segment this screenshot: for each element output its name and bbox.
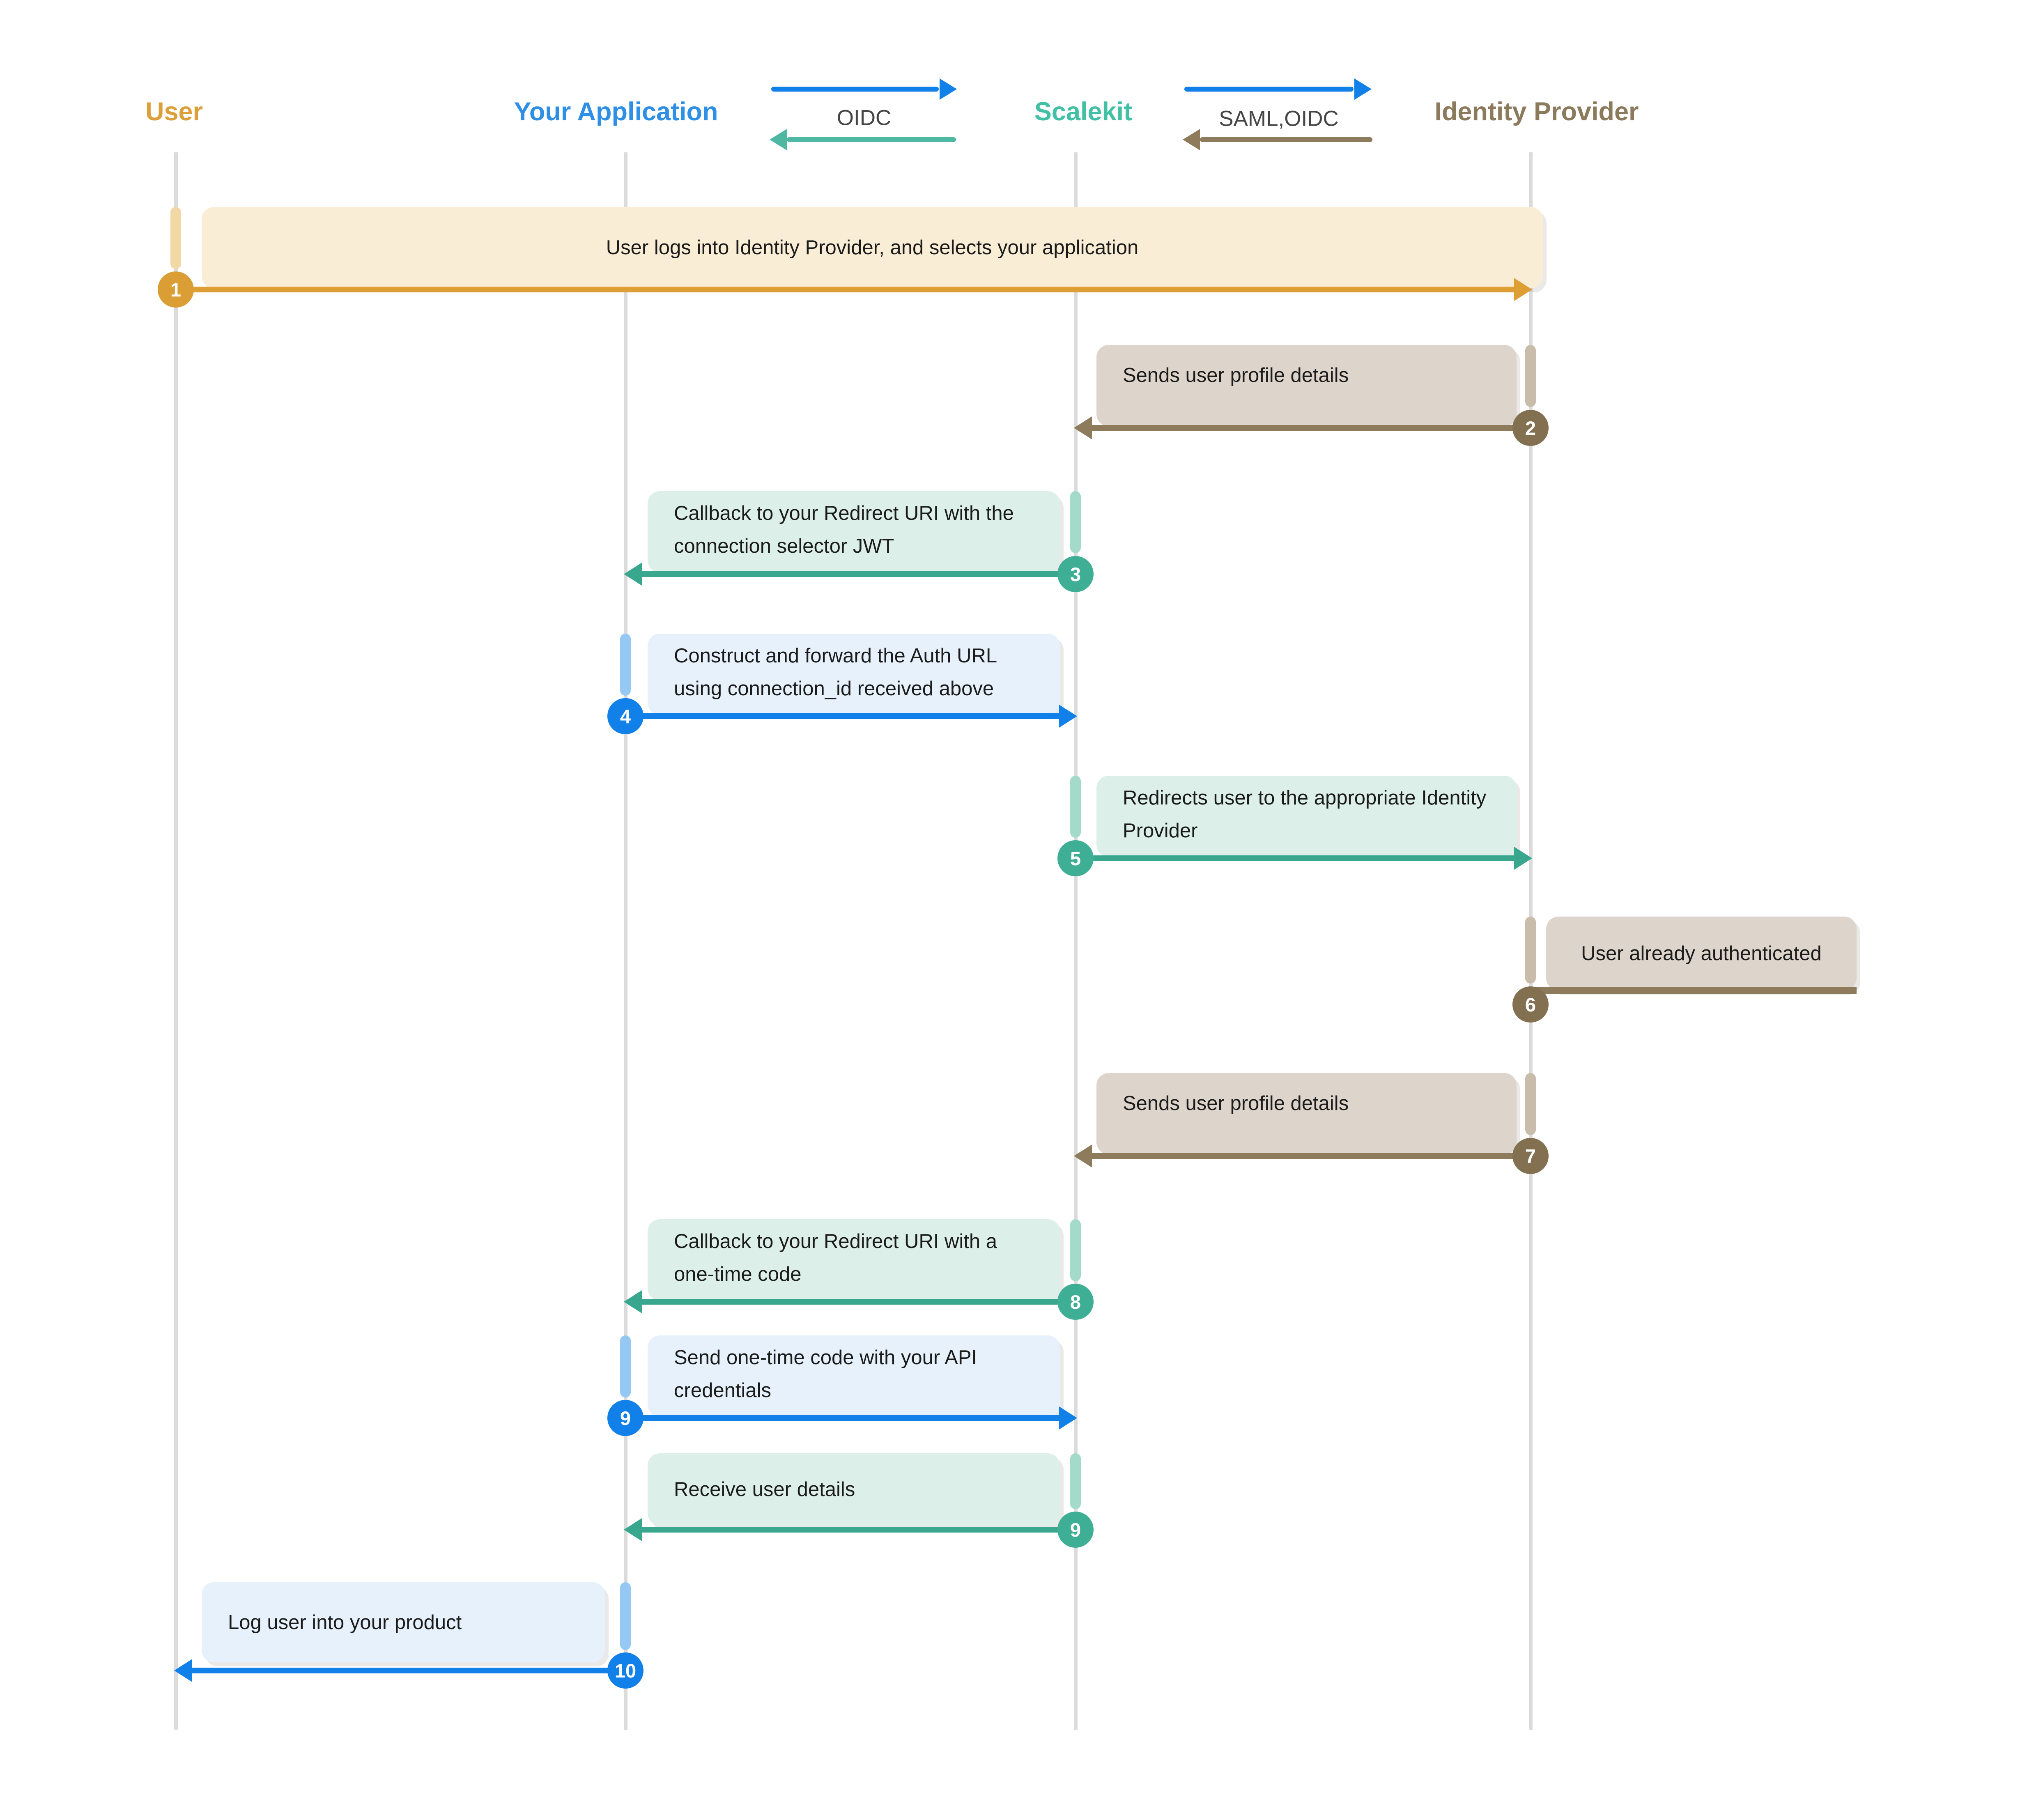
step-5-note: Redirects user to the appropriate Identi…: [1096, 776, 1517, 857]
step-8-text: Callback to your Redirect URI with a one…: [674, 1230, 997, 1285]
step-9-note: Send one-time code with your API credent…: [648, 1335, 1060, 1417]
step-8-arrow-line: [640, 1299, 1076, 1305]
oidc-backward-arrowhead-icon: [770, 129, 787, 150]
step-1-text: User logs into Identity Provider, and se…: [606, 237, 1139, 259]
step-8-note: Callback to your Redirect URI with a one…: [648, 1219, 1060, 1301]
step-1-arrowhead-right-icon: [1514, 278, 1532, 301]
step-4-activation-bar: [620, 634, 631, 696]
actor-label-user: User: [145, 97, 203, 126]
step-7-text: Sends user profile details: [1123, 1092, 1349, 1115]
step-9-text: Send one-time code with your API credent…: [674, 1347, 977, 1402]
step-4-note: Construct and forward the Auth URL using…: [648, 634, 1060, 715]
step-9b-arrow-line: [640, 1527, 1076, 1533]
step-2-arrow-line: [1090, 425, 1531, 431]
step-4-badge: 4: [607, 698, 643, 734]
step-2-arrowhead-left-icon: [1074, 416, 1092, 439]
step-4-arrow-line: [625, 713, 1061, 719]
step-6-activation-bar: [1525, 917, 1536, 984]
step-7-note: Sends user profile details: [1096, 1073, 1517, 1154]
step-4-text: Construct and forward the Auth URL using…: [674, 645, 997, 700]
oidc-backward-arrow-line: [787, 137, 956, 142]
lifeline-scalekit: [1074, 152, 1078, 1730]
lifeline-your-application: [624, 152, 627, 1730]
step-6-text: User already authenticated: [1581, 942, 1822, 965]
step-3-arrow-line: [640, 571, 1076, 577]
saml-forward-arrow-line: [1184, 87, 1354, 92]
step-4-arrowhead-right-icon: [1059, 705, 1077, 728]
step-9-activation-bar: [620, 1335, 631, 1397]
step-8-activation-bar: [1070, 1219, 1081, 1281]
step-5-arrowhead-right-icon: [1514, 847, 1532, 870]
step-3-arrowhead-left-icon: [624, 563, 642, 586]
step-9-arrow-line: [625, 1415, 1061, 1421]
step-10-activation-bar: [620, 1582, 631, 1650]
step-6-note: User already authenticated: [1546, 917, 1857, 990]
step-1-activation-bar: [170, 207, 181, 269]
step-9b-badge: 9: [1057, 1512, 1094, 1548]
step-6-badge: 6: [1512, 986, 1549, 1023]
step-7-arrowhead-left-icon: [1074, 1144, 1092, 1167]
legend-oidc-label: OIDC: [837, 106, 892, 130]
step-10-note: Log user into your product: [202, 1582, 605, 1662]
step-9b-activation-bar: [1070, 1453, 1081, 1509]
step-7-badge: 7: [1512, 1138, 1549, 1174]
step-5-arrow-line: [1076, 855, 1516, 861]
actor-label-identity-provider: Identity Provider: [1434, 97, 1639, 126]
step-3-badge: 3: [1057, 556, 1094, 592]
actor-label-scalekit: Scalekit: [1034, 97, 1133, 126]
legend-saml-oidc-label: SAML,OIDC: [1219, 106, 1339, 131]
oidc-forward-arrow-line: [771, 87, 939, 92]
step-9b-text: Receive user details: [674, 1478, 855, 1501]
step-1-note: User logs into Identity Provider, and se…: [202, 207, 1543, 288]
step-10-arrowhead-left-icon: [174, 1659, 192, 1682]
step-9-badge: 9: [607, 1400, 643, 1436]
step-2-note: Sends user profile details: [1096, 345, 1517, 426]
step-10-text: Log user into your product: [228, 1611, 462, 1634]
step-8-badge: 8: [1057, 1284, 1094, 1320]
step-5-text: Redirects user to the appropriate Identi…: [1123, 787, 1487, 842]
step-1-arrow-line: [176, 287, 1516, 292]
step-2-activation-bar: [1525, 345, 1536, 407]
step-9-arrowhead-right-icon: [1059, 1406, 1077, 1429]
step-9b-note: Receive user details: [648, 1453, 1060, 1526]
step-7-arrow-line: [1090, 1153, 1531, 1159]
step-10-arrow-line: [191, 1668, 625, 1673]
step-1-badge: 1: [158, 271, 194, 308]
saml-backward-arrow-line: [1200, 137, 1372, 142]
saml-backward-arrowhead-icon: [1183, 129, 1200, 150]
step-7-activation-bar: [1525, 1073, 1536, 1135]
oidc-forward-arrowhead-icon: [940, 78, 957, 100]
step-3-text: Callback to your Redirect URI with the c…: [674, 502, 1014, 557]
step-5-activation-bar: [1070, 776, 1081, 838]
step-6-self-line: [1531, 987, 1857, 994]
step-2-badge: 2: [1512, 410, 1549, 446]
step-5-badge: 5: [1057, 840, 1094, 876]
actor-label-your-application: Your Application: [514, 97, 718, 126]
step-3-note: Callback to your Redirect URI with the c…: [648, 491, 1060, 572]
step-3-activation-bar: [1070, 491, 1081, 553]
saml-forward-arrowhead-icon: [1354, 78, 1372, 100]
step-8-arrowhead-left-icon: [624, 1290, 642, 1313]
step-2-text: Sends user profile details: [1123, 364, 1349, 386]
step-10-badge: 10: [607, 1652, 643, 1689]
step-9b-arrowhead-left-icon: [624, 1518, 642, 1541]
lifeline-user: [174, 152, 178, 1730]
